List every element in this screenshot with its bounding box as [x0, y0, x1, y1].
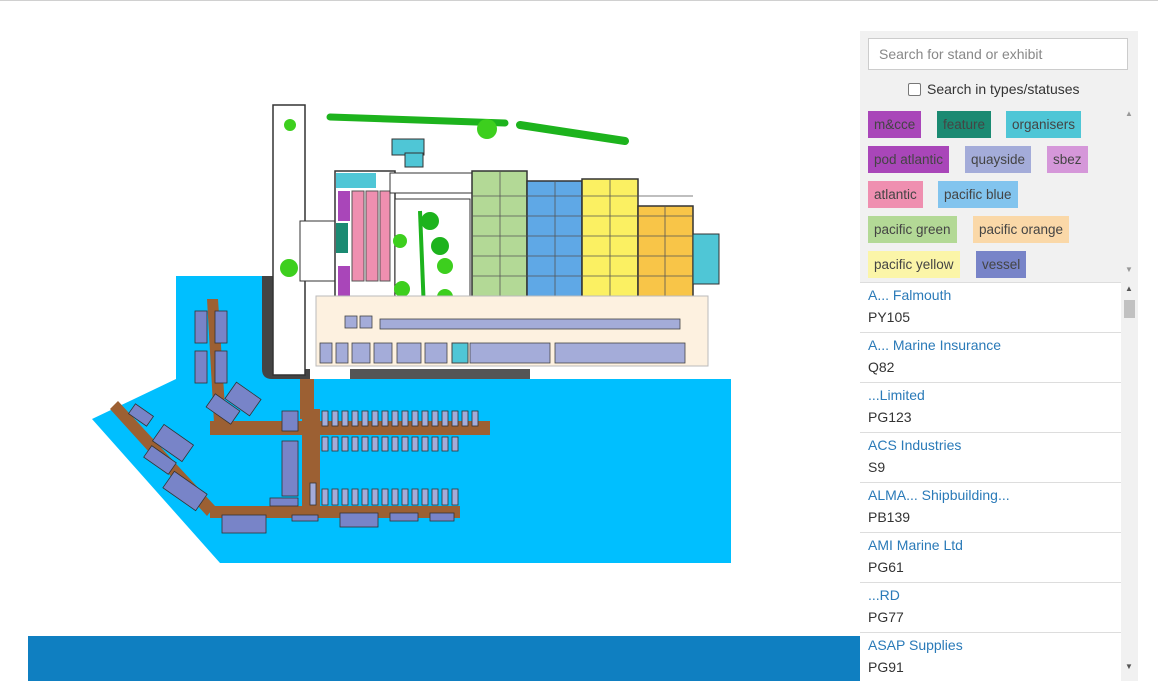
- venue-map[interactable]: [0, 1, 855, 681]
- category-tags: m&cce feature organisers pod atlantic qu…: [868, 109, 1123, 281]
- stand-code: PG61: [868, 559, 904, 575]
- exhibitor-name[interactable]: ACS Industries: [868, 437, 962, 453]
- list-item[interactable]: A... Marine Insurance Q82: [860, 333, 1121, 383]
- stand-code: S9: [868, 459, 886, 475]
- list-item[interactable]: A... Falmouth PY105: [860, 283, 1121, 333]
- exhibitor-name[interactable]: ALMA... Shipbuilding...: [868, 487, 1010, 503]
- tag-pacific-green[interactable]: pacific green: [868, 216, 957, 243]
- exhibitor-list: A... Falmouth PY105 A... Marine Insuranc…: [860, 282, 1121, 682]
- search-types-label: Search in types/statuses: [927, 81, 1080, 97]
- stand-code: PG123: [868, 409, 912, 425]
- sidebar: Search in types/statuses m&cce feature o…: [860, 31, 1138, 682]
- tag-pacific-orange[interactable]: pacific orange: [973, 216, 1070, 243]
- list-item[interactable]: ASAP Supplies PG91: [860, 633, 1121, 682]
- tag-sbez[interactable]: sbez: [1047, 146, 1088, 173]
- stand-code: PG91: [868, 659, 904, 675]
- exhibitor-name[interactable]: A... Falmouth: [868, 287, 952, 303]
- list-item[interactable]: ALMA... Shipbuilding... PB139: [860, 483, 1121, 533]
- list-item[interactable]: ACS Industries S9: [860, 433, 1121, 483]
- list-scrollbar[interactable]: ▲ ▼: [1121, 282, 1138, 681]
- stand-code: Q82: [868, 359, 895, 375]
- list-item[interactable]: ...Limited PG123: [860, 383, 1121, 433]
- scroll-down-icon[interactable]: ▼: [1125, 662, 1133, 671]
- scroll-down-icon[interactable]: ▼: [1125, 265, 1133, 274]
- tag-mcce[interactable]: m&cce: [868, 111, 922, 138]
- exhibitor-name[interactable]: ...Limited: [868, 387, 925, 403]
- top-divider: [0, 0, 1158, 1]
- tag-atlantic[interactable]: atlantic: [868, 181, 923, 208]
- stand-code: PB139: [868, 509, 911, 525]
- list-item[interactable]: ...RD PG77: [860, 583, 1121, 633]
- tree-line-north: [326, 113, 509, 127]
- tag-pod-atlantic[interactable]: pod atlantic: [868, 146, 950, 173]
- floor-plan[interactable]: [0, 1, 855, 681]
- list-item[interactable]: AMI Marine Ltd PG61: [860, 533, 1121, 583]
- tags-scrollbar[interactable]: ▲ ▼: [1122, 107, 1136, 281]
- search-types-option[interactable]: Search in types/statuses: [908, 81, 1080, 97]
- harbour-water: [92, 276, 731, 563]
- tag-quayside[interactable]: quayside: [965, 146, 1032, 173]
- exhibitor-name[interactable]: A... Marine Insurance: [868, 337, 1002, 353]
- tag-feature[interactable]: feature: [937, 111, 992, 138]
- tag-pacific-yellow[interactable]: pacific yellow: [868, 251, 960, 278]
- exhibitor-name[interactable]: AMI Marine Ltd: [868, 537, 963, 553]
- exhibitor-name[interactable]: ...RD: [868, 587, 900, 603]
- scroll-up-icon[interactable]: ▲: [1125, 109, 1133, 118]
- tag-organisers[interactable]: organisers: [1006, 111, 1082, 138]
- checkbox[interactable]: [908, 82, 921, 96]
- tag-pacific-blue[interactable]: pacific blue: [938, 181, 1018, 208]
- search-input[interactable]: [868, 38, 1128, 70]
- stand-code: PG77: [868, 609, 904, 625]
- tag-vessel[interactable]: vessel: [976, 251, 1027, 278]
- scroll-up-icon[interactable]: ▲: [1125, 284, 1133, 293]
- stand-code: PY105: [868, 309, 911, 325]
- scroll-thumb[interactable]: [1124, 300, 1135, 318]
- exhibitor-name[interactable]: ASAP Supplies: [868, 637, 963, 653]
- map-footer-bar: [28, 636, 860, 681]
